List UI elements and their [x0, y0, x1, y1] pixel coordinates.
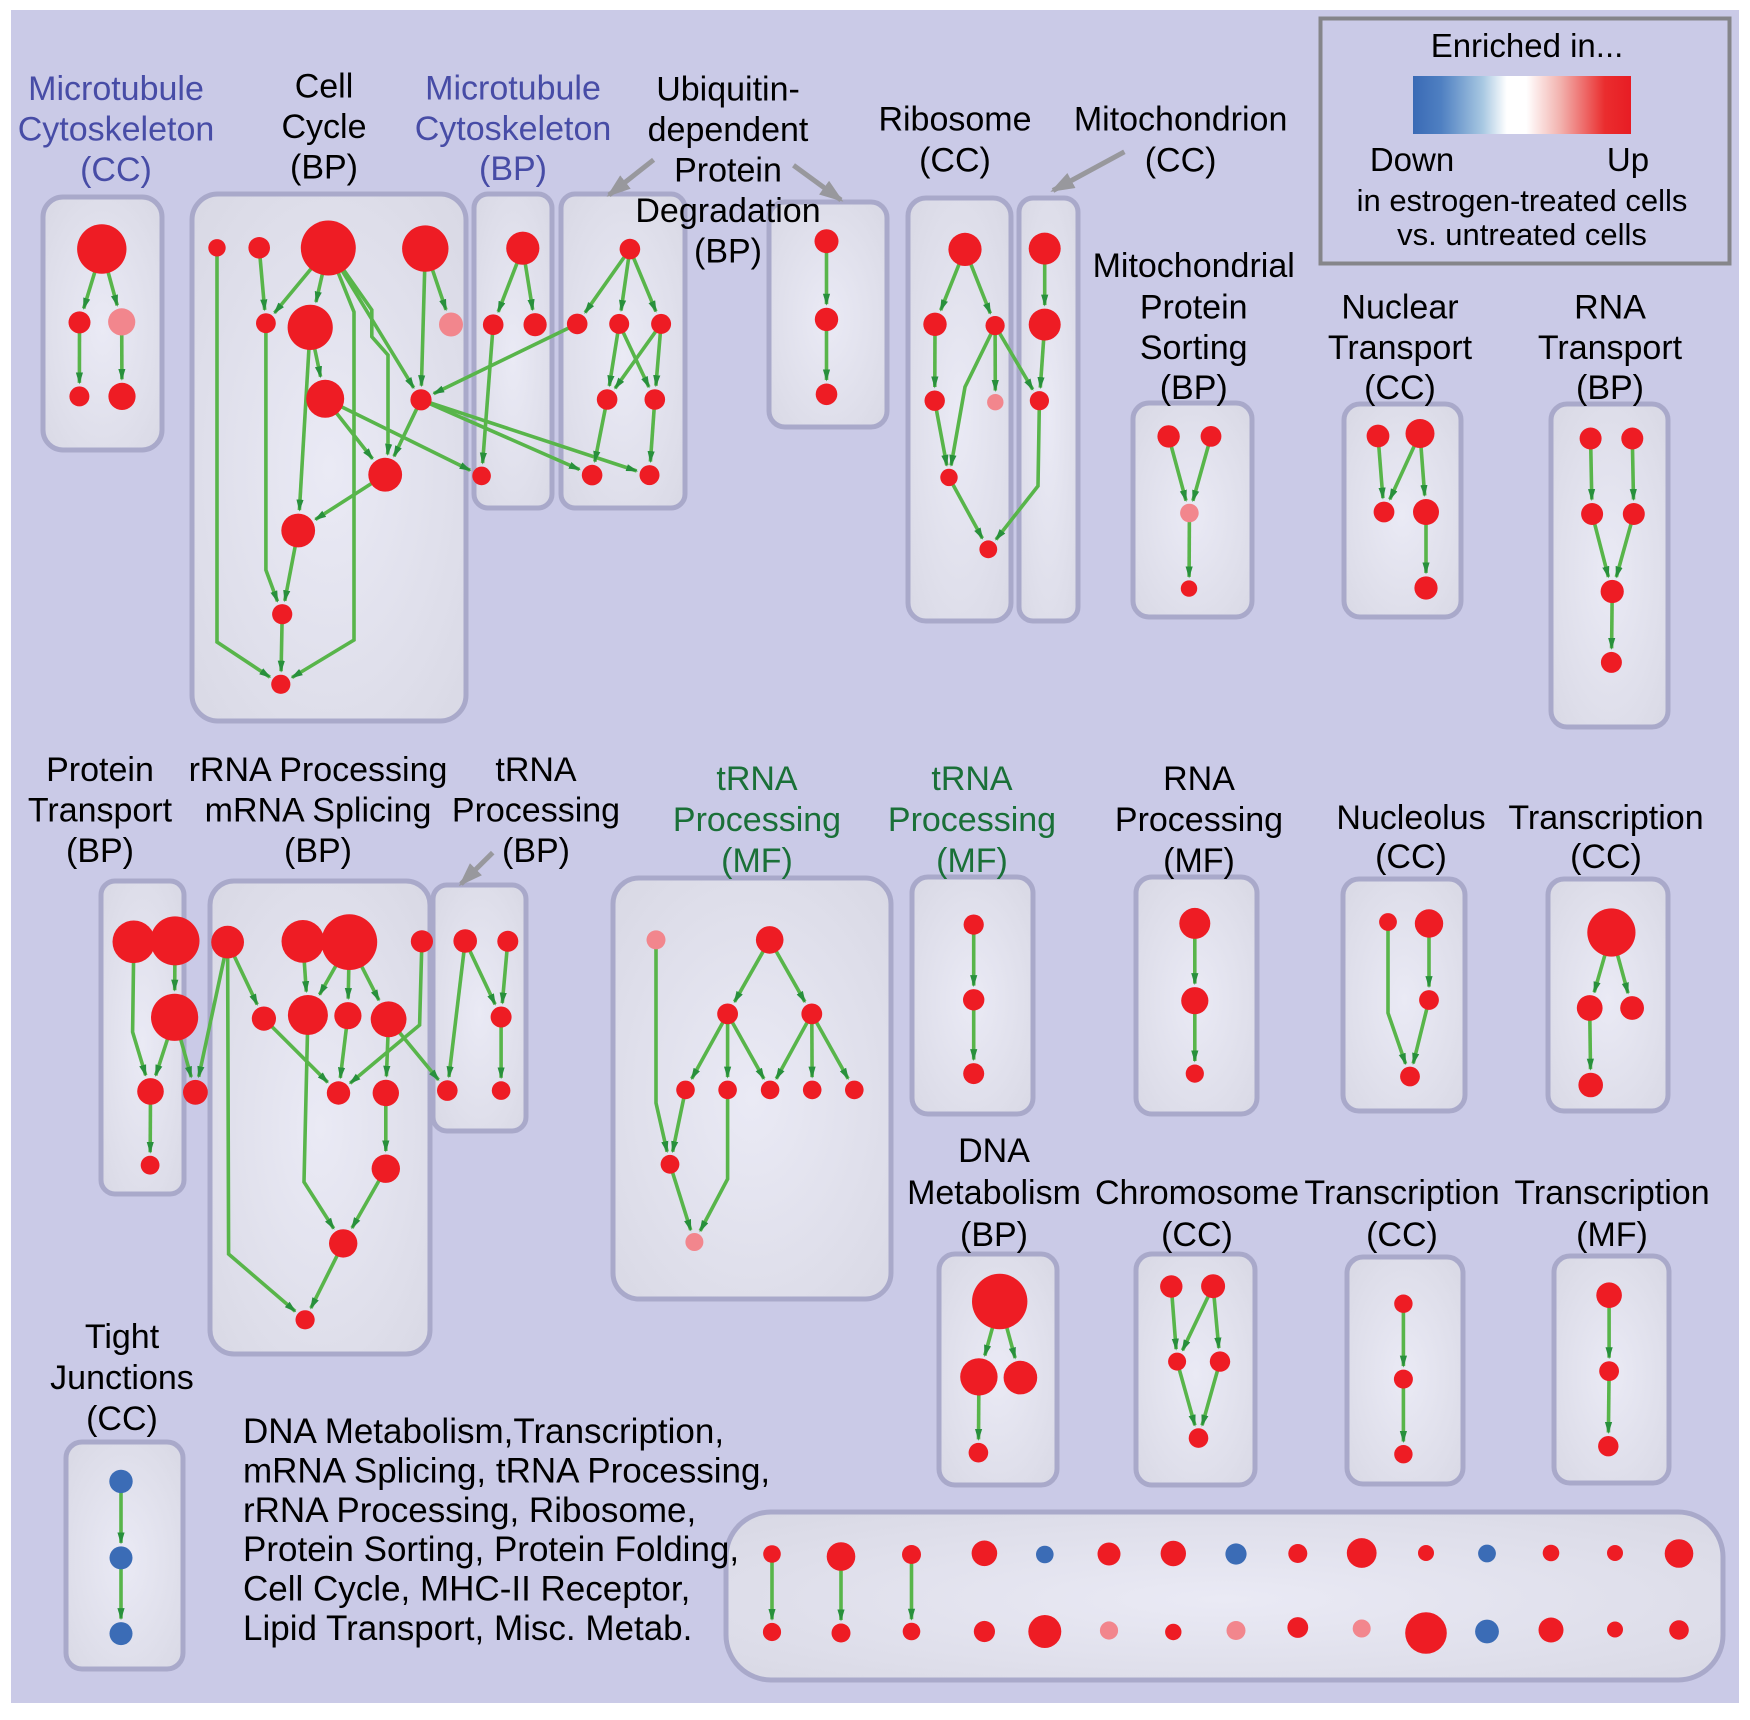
svg-text:Transcription: Transcription — [1514, 1174, 1709, 1212]
svg-text:Protein Sorting, Protein Foldi: Protein Sorting, Protein Folding, — [243, 1530, 739, 1569]
svg-text:vs. untreated cells: vs. untreated cells — [1397, 217, 1647, 252]
svg-text:Cell Cycle, MHC-II Receptor,: Cell Cycle, MHC-II Receptor, — [243, 1570, 690, 1609]
svg-text:Cycle: Cycle — [281, 108, 366, 146]
svg-text:DNA Metabolism,Transcription,: DNA Metabolism,Transcription, — [243, 1412, 724, 1451]
svg-text:Metabolism: Metabolism — [907, 1174, 1081, 1212]
svg-text:Up: Up — [1607, 141, 1649, 178]
svg-text:(CC): (CC) — [1366, 1216, 1438, 1254]
svg-text:(MF): (MF) — [1163, 842, 1235, 880]
svg-text:in estrogen-treated cells: in estrogen-treated cells — [1357, 183, 1688, 218]
svg-text:(CC): (CC) — [1145, 141, 1217, 179]
svg-text:(BP): (BP) — [290, 149, 358, 187]
svg-text:(BP): (BP) — [694, 233, 762, 271]
svg-text:mRNA Splicing: mRNA Splicing — [205, 792, 432, 830]
svg-text:RNA: RNA — [1163, 760, 1235, 798]
svg-text:tRNA: tRNA — [716, 760, 798, 798]
svg-text:Nuclear: Nuclear — [1341, 289, 1458, 327]
svg-text:(BP): (BP) — [66, 832, 134, 870]
svg-text:mRNA Splicing, tRNA Processing: mRNA Splicing, tRNA Processing, — [243, 1451, 770, 1490]
svg-text:Transcription: Transcription — [1304, 1174, 1499, 1212]
svg-text:Processing: Processing — [452, 792, 620, 830]
svg-text:Processing: Processing — [1115, 801, 1283, 839]
svg-text:(CC): (CC) — [1375, 838, 1447, 876]
svg-text:(CC): (CC) — [80, 151, 152, 189]
svg-text:(BP): (BP) — [1160, 369, 1228, 407]
svg-text:(BP): (BP) — [284, 832, 352, 870]
svg-text:rRNA Processing, Ribosome,: rRNA Processing, Ribosome, — [243, 1491, 696, 1530]
svg-text:Cytoskeleton: Cytoskeleton — [415, 110, 612, 148]
svg-text:tRNA: tRNA — [495, 751, 577, 789]
svg-text:Cytoskeleton: Cytoskeleton — [18, 111, 215, 149]
svg-text:Protein: Protein — [1140, 289, 1248, 327]
svg-text:Junctions: Junctions — [50, 1359, 194, 1397]
svg-text:Tight: Tight — [85, 1318, 160, 1356]
svg-text:rRNA Processing: rRNA Processing — [189, 751, 448, 789]
svg-text:Nucleolus: Nucleolus — [1336, 799, 1485, 837]
svg-text:Microtubule: Microtubule — [28, 70, 204, 108]
svg-text:(MF): (MF) — [721, 842, 793, 880]
svg-text:(BP): (BP) — [1576, 369, 1644, 407]
svg-text:Sorting: Sorting — [1140, 329, 1248, 367]
svg-text:(CC): (CC) — [919, 141, 991, 179]
svg-text:dependent: dependent — [648, 111, 809, 149]
svg-text:Transport: Transport — [1538, 329, 1683, 367]
svg-text:Protein: Protein — [674, 152, 782, 190]
svg-text:Ribosome: Ribosome — [878, 101, 1031, 139]
svg-text:(BP): (BP) — [479, 150, 547, 188]
svg-text:Ubiquitin-: Ubiquitin- — [656, 71, 800, 109]
svg-text:(CC): (CC) — [86, 1400, 158, 1438]
svg-text:Processing: Processing — [673, 801, 841, 839]
svg-text:(MF): (MF) — [936, 842, 1008, 880]
svg-text:(BP): (BP) — [960, 1216, 1028, 1254]
svg-text:Processing: Processing — [888, 801, 1056, 839]
svg-text:Chromosome: Chromosome — [1095, 1174, 1299, 1212]
svg-text:Lipid Transport, Misc. Metab.: Lipid Transport, Misc. Metab. — [243, 1609, 692, 1648]
svg-text:tRNA: tRNA — [931, 760, 1013, 798]
svg-text:Cell: Cell — [295, 68, 354, 106]
svg-text:(MF): (MF) — [1576, 1216, 1648, 1254]
svg-text:Mitochondrion: Mitochondrion — [1074, 101, 1288, 139]
svg-text:(CC): (CC) — [1570, 838, 1642, 876]
svg-text:DNA: DNA — [958, 1132, 1030, 1170]
svg-text:Transport: Transport — [1328, 329, 1473, 367]
svg-text:(CC): (CC) — [1161, 1216, 1233, 1254]
svg-text:Down: Down — [1370, 141, 1454, 178]
svg-text:Transcription: Transcription — [1508, 799, 1703, 837]
svg-text:RNA: RNA — [1574, 289, 1646, 327]
svg-text:Microtubule: Microtubule — [425, 70, 601, 108]
svg-text:Mitochondrial: Mitochondrial — [1093, 247, 1295, 285]
svg-text:(CC): (CC) — [1364, 369, 1436, 407]
svg-text:Protein: Protein — [46, 751, 154, 789]
svg-text:(BP): (BP) — [502, 832, 570, 870]
svg-text:Degradation: Degradation — [635, 192, 820, 230]
svg-text:Transport: Transport — [28, 792, 173, 830]
svg-text:Enriched in...: Enriched in... — [1431, 27, 1624, 64]
